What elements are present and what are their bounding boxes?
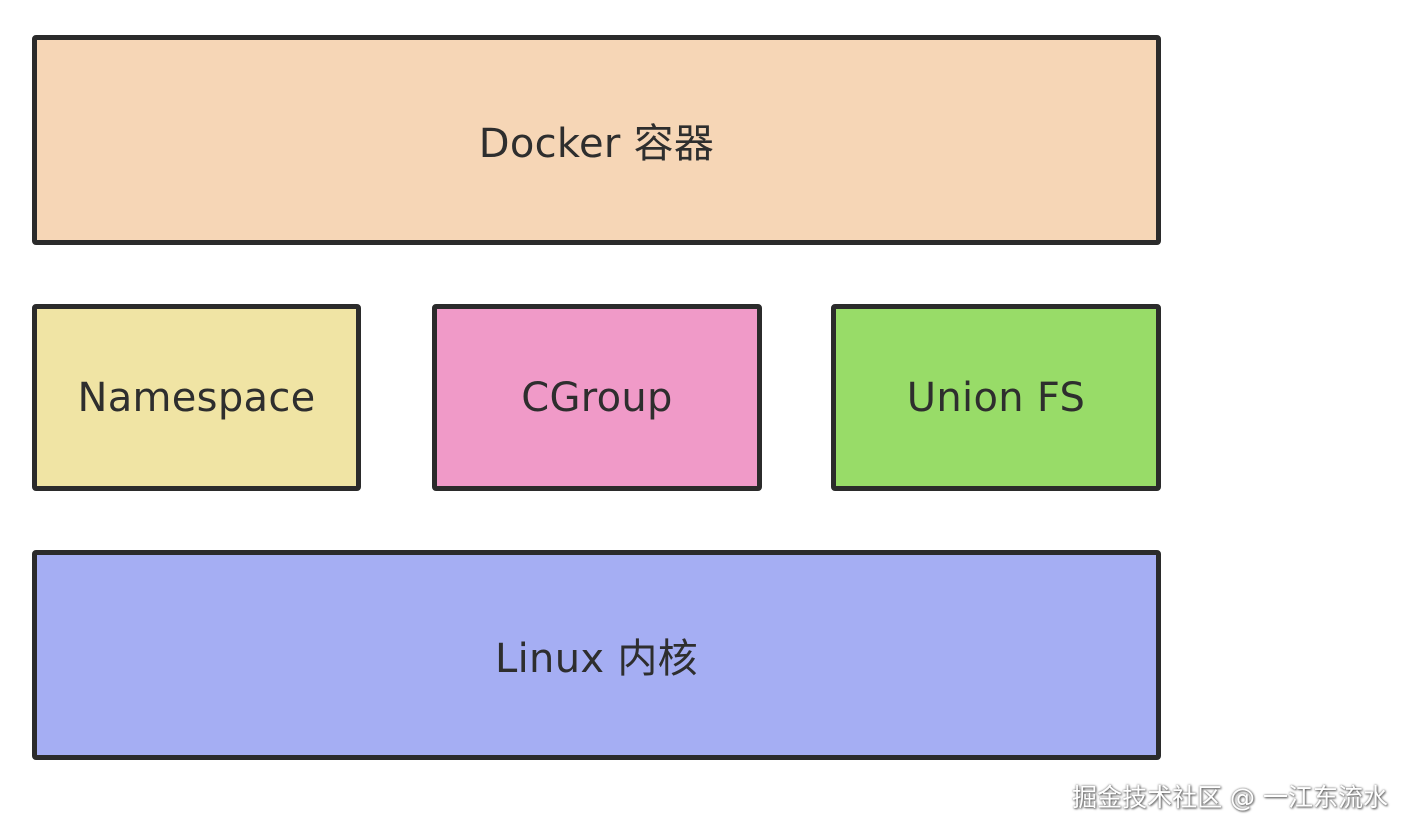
linux-kernel-box: Linux 内核 — [32, 550, 1161, 760]
docker-container-box: Docker 容器 — [32, 35, 1161, 245]
namespace-label: Namespace — [77, 374, 316, 421]
watermark: 掘金技术社区 @ 一江东流水 — [1072, 783, 1388, 812]
cgroup-box: CGroup — [432, 304, 762, 491]
docker-container-label: Docker 容器 — [478, 121, 715, 167]
linux-kernel-label: Linux 内核 — [495, 636, 698, 682]
cgroup-label: CGroup — [521, 374, 673, 421]
namespace-box: Namespace — [32, 304, 361, 491]
union-fs-label: Union FS — [906, 374, 1086, 421]
union-fs-box: Union FS — [831, 304, 1161, 491]
